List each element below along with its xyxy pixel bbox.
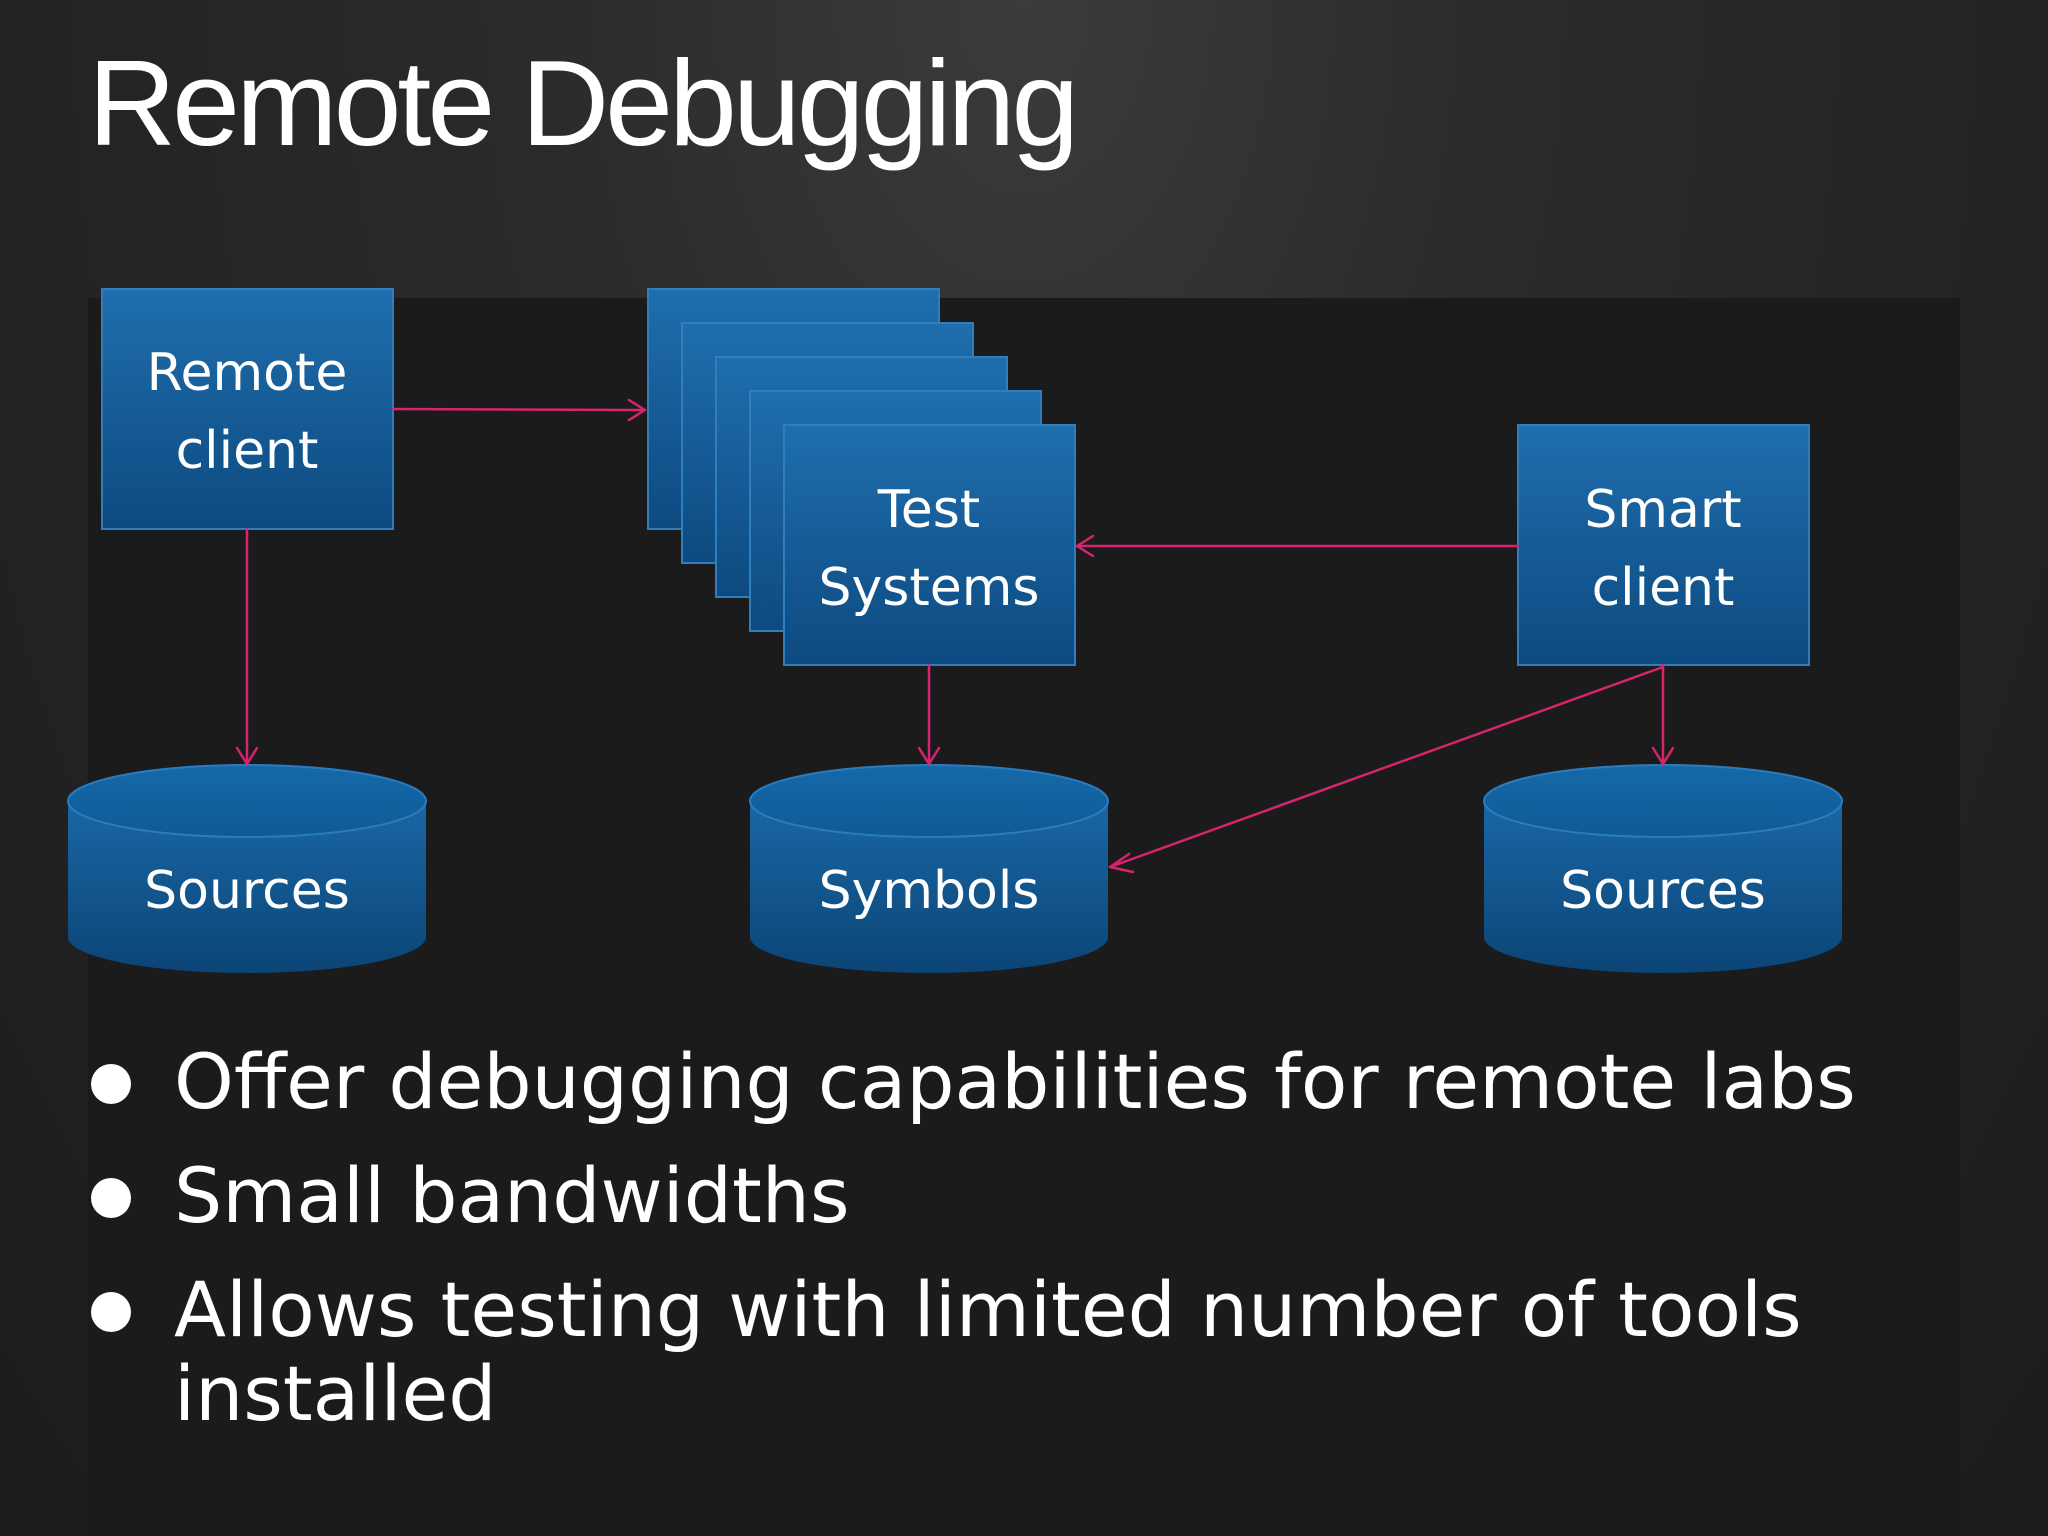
arrow-remote-client-to-sources (235, 527, 259, 766)
symbols-label: Symbols (819, 861, 1040, 921)
bullet-list: Offer debugging capabilities for remote … (88, 1040, 1988, 1466)
bullet-text: Offer debugging capabilities for remote … (174, 1037, 1856, 1126)
smart-client-label-line1: Smart (1584, 480, 1741, 540)
test-systems-label-line2: Systems (819, 558, 1040, 618)
bullet-dot-icon (91, 1064, 131, 1104)
smart-client-box: Smart client (1517, 424, 1810, 666)
bullet-text: Allows testing with limited number of to… (174, 1265, 1802, 1438)
bullet-dot-icon (91, 1292, 131, 1332)
arrow-smart-client-to-symbols (1108, 665, 1665, 874)
bullet-dot-icon (91, 1178, 131, 1218)
bullet-text: Small bandwidths (174, 1151, 850, 1240)
bullet-item: Small bandwidths (88, 1154, 1988, 1238)
remote-client-label-line2: client (176, 421, 319, 481)
sources-right-database: Sources (1483, 764, 1843, 973)
remote-client-label-line1: Remote (147, 343, 348, 403)
bullet-item: Offer debugging capabilities for remote … (88, 1040, 1988, 1124)
sources-right-label: Sources (1560, 861, 1766, 921)
arrow-smart-client-to-sources (1651, 663, 1675, 766)
remote-client-box: Remote client (101, 288, 394, 530)
sources-left-label: Sources (144, 861, 350, 921)
smart-client-label-line2: client (1592, 558, 1735, 618)
arrow-smart-client-to-test-systems (1075, 534, 1520, 558)
sources-left-database: Sources (67, 764, 427, 973)
bullet-item: Allows testing with limited number of to… (88, 1268, 1988, 1436)
slide-title: Remote Debugging (88, 35, 1079, 171)
arrow-test-systems-to-symbols (917, 663, 941, 766)
arrow-remote-client-to-test-systems (391, 398, 647, 422)
symbols-database: Symbols (749, 764, 1109, 973)
test-system-card-front (783, 424, 1076, 666)
test-systems-label-line1: Test (877, 480, 980, 540)
test-systems-stack: Test Systems (647, 288, 1076, 666)
